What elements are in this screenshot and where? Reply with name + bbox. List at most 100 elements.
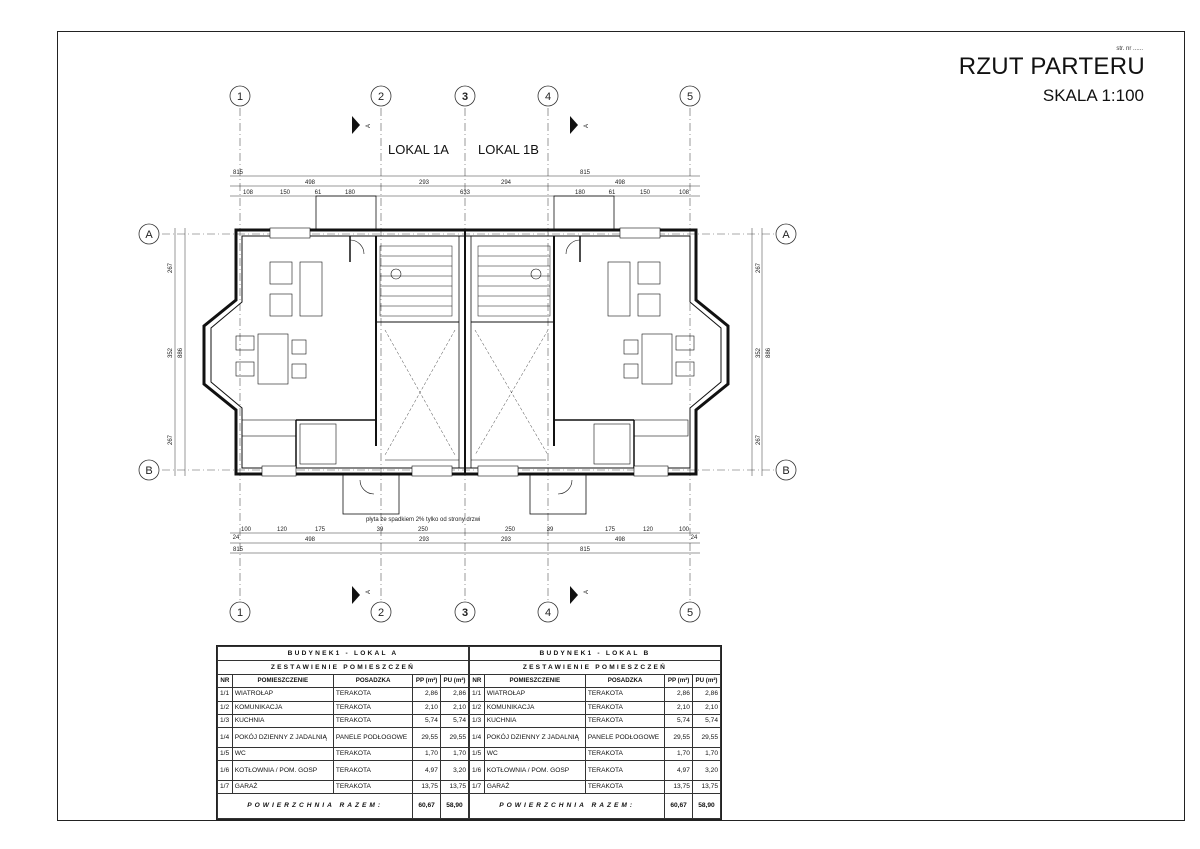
cell-pp: 29,55 (664, 727, 693, 748)
axis-label-3-top: 3 (462, 91, 468, 103)
table-building-title: BUDYNEK1 - LOKAL A (217, 646, 469, 661)
dim-right-overall: 886 (766, 347, 772, 358)
cell-pp: 2,10 (664, 700, 693, 715)
cell-pu: 1,70 (439, 746, 470, 762)
dim-right-middle: 352 (756, 347, 762, 358)
cell-nr: 1/1 (217, 687, 233, 702)
dim-left-overall: 886 (178, 347, 184, 358)
dim-bottom-row2-4: 498 (615, 537, 626, 543)
cell-nr: 1/3 (469, 713, 485, 729)
cell-floor: PANELE PODŁOGOWE (332, 727, 414, 748)
cell-floor: TERAKOTA (332, 687, 414, 702)
cell-pu: 13,75 (439, 780, 470, 795)
cell-room: KOTŁOWNIA / POM. GOSP (483, 760, 586, 782)
cell-floor: TERAKOTA (332, 713, 414, 729)
cell-room: KOMUNIKACJA (483, 700, 586, 715)
cell-nr: 1/6 (469, 760, 485, 782)
dim-top-row3-7: 61 (609, 190, 616, 196)
cell-nr: 1/6 (217, 760, 233, 782)
dim-bottom-row1-8: 100 (679, 527, 690, 533)
axis-label-a-right: A (782, 229, 790, 241)
cell-pu: 2,86 (691, 687, 722, 702)
table-total-row: POWIERZCHNIA RAZEM: 60,67 58,90 (216, 793, 470, 819)
dim-bottom-row1-3: 175 (315, 527, 326, 533)
cell-nr: 1/5 (469, 746, 485, 762)
dim-bottom-row2-3: 293 (501, 537, 512, 543)
section-mark-bottom-right: A (584, 590, 590, 594)
cell-room: POKÓJ DZIENNY Z JADALNIĄ (231, 727, 334, 748)
cell-room: WIATROŁAP (231, 687, 334, 702)
cell-floor: TERAKOTA (584, 687, 666, 702)
cell-pp: 1,70 (412, 746, 441, 762)
drawing-frame (57, 31, 1185, 821)
cell-room: KOTŁOWNIA / POM. GOSP (231, 760, 334, 782)
dim-top-row3-3: 61 (315, 190, 322, 196)
cell-pp: 13,75 (664, 780, 693, 795)
col-nr: NR (217, 673, 233, 689)
axis-label-a-left: A (145, 229, 153, 241)
dim-top-overall-right: 815 (580, 170, 591, 176)
cell-floor: TERAKOTA (332, 780, 414, 795)
cell-pp: 2,86 (664, 687, 693, 702)
rooms-schedule: BUDYNEK1 - LOKAL A ZESTAWIENIE POMIESZCZ… (216, 645, 722, 820)
cell-nr: 1/7 (217, 780, 233, 795)
cell-floor: TERAKOTA (584, 780, 666, 795)
cell-pu: 3,20 (439, 760, 470, 782)
dim-top-overall-left: 815 (233, 170, 244, 176)
col-room: POMIESZCZENIE (483, 673, 586, 689)
dim-bottom-row1-4: 250 (418, 527, 429, 533)
unit-label-1b: LOKAL 1B (478, 142, 539, 157)
cell-pu: 3,20 (691, 760, 722, 782)
cell-pu: 2,86 (439, 687, 470, 702)
cell-pp: 4,97 (664, 760, 693, 782)
cell-nr: 1/4 (217, 727, 233, 748)
dim-bottom-row2-2: 293 (419, 537, 430, 543)
col-pu: PU (m²) (691, 673, 722, 689)
dim-bottom-row1-6: 175 (605, 527, 616, 533)
total-pu: 58,90 (691, 793, 722, 819)
cell-pp: 2,10 (412, 700, 441, 715)
cell-pp: 5,74 (664, 713, 693, 729)
slab-annotation: płyta ze spadkiem 2% tylko od strony drz… (366, 517, 480, 523)
table-total-row: POWIERZCHNIA RAZEM: 60,67 58,90 (468, 793, 722, 819)
axis-label-2-bottom: 2 (378, 607, 384, 619)
dim-bottom-edge-1: 24 (233, 535, 240, 541)
dim-bottom-row2-1: 498 (305, 537, 316, 543)
dim-top-row3-4: 180 (345, 190, 356, 196)
dim-bottom-overall-right: 815 (580, 547, 591, 553)
dim-left-bottom: 267 (168, 434, 174, 445)
cell-pu: 2,10 (691, 700, 722, 715)
dim-bottom-row1-7: 120 (643, 527, 654, 533)
page-number: str. nr ...... (1116, 46, 1143, 52)
cell-floor: TERAKOTA (584, 700, 666, 715)
cell-room: WC (483, 746, 586, 762)
cell-pp: 5,74 (412, 713, 441, 729)
dim-bottom-row1-5: 250 (505, 527, 516, 533)
cell-pu: 5,74 (439, 713, 470, 729)
cell-floor: TERAKOTA (332, 700, 414, 715)
dim-right-bottom: 267 (756, 434, 762, 445)
table-subtitle: ZESTAWIENIE POMIESZCZEŃ (469, 660, 721, 675)
col-nr: NR (469, 673, 485, 689)
cell-pp: 29,55 (412, 727, 441, 748)
dim-top-row3-5: 633 (460, 190, 471, 196)
dim-top-row3-1: 108 (243, 190, 254, 196)
axis-label-b-right: B (782, 465, 789, 477)
col-pp: PP (m²) (664, 673, 693, 689)
cell-pu: 1,70 (691, 746, 722, 762)
cell-floor: PANELE PODŁOGOWE (584, 727, 666, 748)
axis-label-1-bottom: 1 (237, 607, 243, 619)
axis-label-4-top: 4 (545, 91, 551, 103)
cell-nr: 1/1 (469, 687, 485, 702)
dim-top-row3-6: 180 (575, 190, 586, 196)
cell-room: WIATROŁAP (483, 687, 586, 702)
drawing-scale: SKALA 1:100 (1042, 86, 1144, 105)
